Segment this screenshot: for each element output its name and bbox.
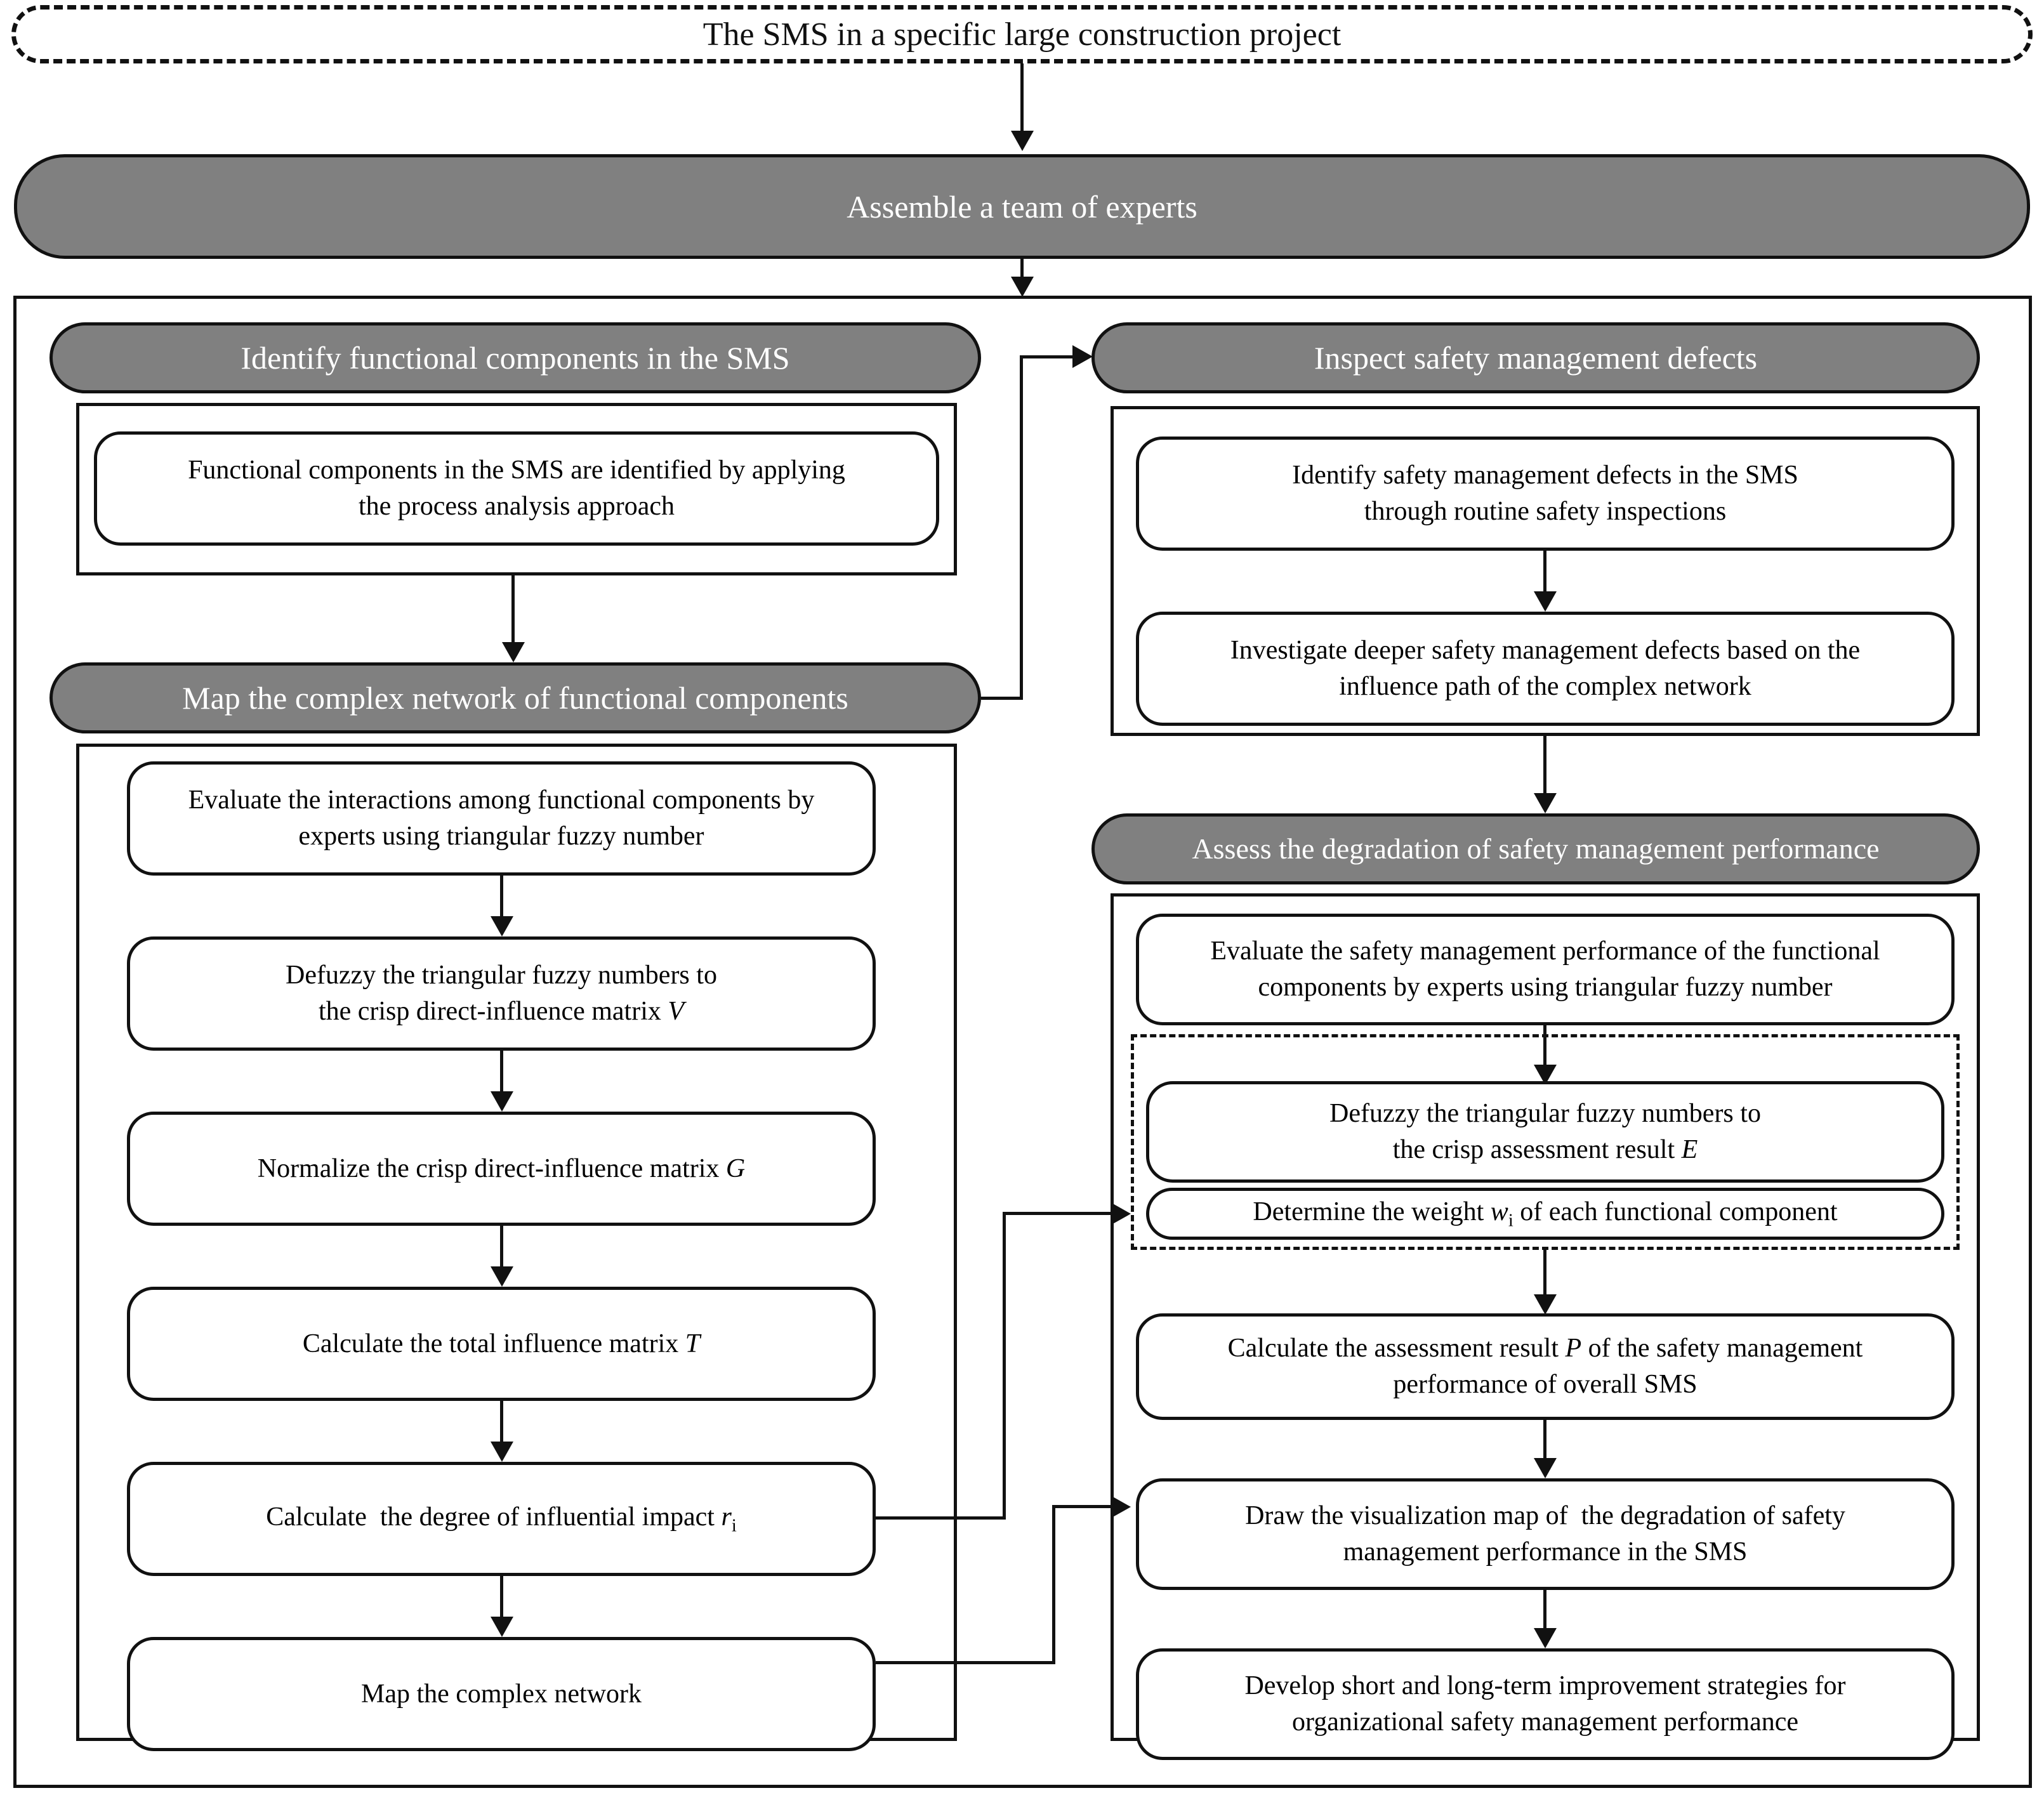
step-map-4-label: Calculate the total influence matrix T (302, 1329, 701, 1358)
arrowhead-assess-5-6 (1534, 1628, 1557, 1648)
connector-network-to-visual-h1 (876, 1661, 1055, 1664)
arrowhead-map-5-6 (491, 1617, 513, 1637)
connector-map-3-4 (500, 1226, 503, 1274)
step-map-3-label: Normalize the crisp direct-influence mat… (257, 1153, 746, 1183)
step-assess-1: Evaluate the safety management performan… (1136, 914, 1955, 1025)
step-assess-4-label: Calculate the assessment result P of the… (1227, 1334, 1863, 1399)
step-assess-5-label: Draw the visualization map of the degrad… (1245, 1501, 1845, 1567)
stage-header-map-network: Map the complex network of functional co… (49, 662, 981, 733)
connector-assess-3-4 (1543, 1250, 1546, 1301)
step-assess-3: Determine the weight wi of each function… (1146, 1188, 1944, 1240)
assemble-team-bar: Assemble a team of experts (14, 154, 2030, 259)
connector-mapheader-to-inspect-h2 (1020, 355, 1077, 358)
connector-assess-5-6 (1543, 1590, 1546, 1636)
stage-header-assess: Assess the degradation of safety managem… (1091, 813, 1980, 884)
arrowhead-map-3-4 (491, 1266, 513, 1287)
source-node-sms: The SMS in a specific large construction… (11, 5, 2033, 63)
main-process-frame (13, 296, 2032, 1788)
arrowhead-source-to-assemble (1011, 131, 1034, 151)
connector-network-to-visual-h2 (1052, 1505, 1114, 1508)
step-map-1-label: Evaluate the interactions among function… (188, 785, 815, 851)
step-identify-1-label: Functional components in the SMS are ide… (188, 456, 845, 521)
arrowhead-assess-4-5 (1534, 1458, 1557, 1478)
step-map-3: Normalize the crisp direct-influence mat… (127, 1112, 876, 1226)
arrowhead-assemble-to-main (1011, 277, 1034, 297)
connector-mapheader-to-inspect-v (1020, 355, 1023, 698)
arrowhead-map-1-2 (491, 916, 513, 936)
connector-identify-to-map (511, 575, 515, 648)
arrowhead-assess-3-4 (1534, 1294, 1557, 1315)
step-assess-6-label: Develop short and long-term improvement … (1244, 1671, 1846, 1737)
stage-header-map-network-label: Map the complex network of functional co… (182, 680, 848, 716)
connector-mapheader-to-inspect-h1 (981, 697, 1023, 700)
connector-map-4-5 (500, 1401, 503, 1449)
connector-map-2-3 (500, 1051, 503, 1099)
step-assess-6: Develop short and long-term improvement … (1136, 1648, 1955, 1760)
stage-header-identify-label: Identify functional components in the SM… (241, 340, 790, 376)
connector-inspect-1-2 (1543, 551, 1546, 599)
step-map-4: Calculate the total influence matrix T (127, 1287, 876, 1401)
step-assess-3-label: Determine the weight wi of each function… (1253, 1197, 1838, 1231)
stage-header-identify: Identify functional components in the SM… (49, 322, 981, 393)
stage-header-inspect: Inspect safety management defects (1091, 322, 1980, 393)
connector-assess-1-2 (1543, 1025, 1546, 1070)
step-map-5: Calculate the degree of influential impa… (127, 1462, 876, 1576)
step-inspect-2: Investigate deeper safety management def… (1136, 612, 1955, 726)
connector-network-to-visual-v (1052, 1505, 1055, 1664)
step-inspect-1-label: Identify safety management defects in th… (1292, 461, 1798, 526)
step-assess-1-label: Evaluate the safety management performan… (1210, 936, 1880, 1002)
arrowhead-map-2-3 (491, 1091, 513, 1112)
connector-map-5-6 (500, 1576, 503, 1624)
stage-panel-map-network (76, 744, 957, 1741)
arrowhead-network-to-visual (1111, 1495, 1131, 1518)
step-assess-5: Draw the visualization map of the degrad… (1136, 1478, 1955, 1590)
connector-map-1-2 (500, 876, 503, 924)
connector-ri-to-weight-h2 (1003, 1212, 1114, 1215)
connector-inspect-to-assess (1543, 736, 1546, 799)
connector-ri-to-weight-h1 (876, 1516, 1006, 1520)
source-node-label: The SMS in a specific large construction… (702, 16, 1342, 53)
stage-header-inspect-label: Inspect safety management defects (1314, 340, 1758, 376)
connector-source-to-assemble (1020, 63, 1024, 133)
arrowhead-inspect-1-2 (1534, 591, 1557, 612)
arrowhead-inspect-to-assess (1534, 793, 1557, 813)
arrowhead-mapheader-to-inspect (1072, 345, 1093, 368)
step-map-5-label: Calculate the degree of influential impa… (266, 1502, 737, 1536)
connector-ri-to-weight-v (1003, 1212, 1006, 1520)
arrowhead-identify-to-map (502, 642, 525, 662)
step-map-1: Evaluate the interactions among function… (127, 761, 876, 876)
step-map-6-label: Map the complex network (360, 1679, 642, 1709)
assess-defuzzy-weight-group (1131, 1034, 1960, 1250)
stage-header-assess-label: Assess the degradation of safety managem… (1192, 832, 1880, 865)
arrowhead-ri-to-weight (1111, 1202, 1131, 1225)
step-assess-4: Calculate the assessment result P of the… (1136, 1313, 1955, 1420)
step-identify-1: Functional components in the SMS are ide… (94, 431, 939, 546)
step-inspect-1: Identify safety management defects in th… (1136, 437, 1955, 551)
step-map-6: Map the complex network (127, 1637, 876, 1751)
step-inspect-2-label: Investigate deeper safety management def… (1230, 636, 1861, 701)
assemble-team-label: Assemble a team of experts (847, 188, 1197, 225)
arrowhead-map-4-5 (491, 1442, 513, 1462)
connector-assemble-to-main (1020, 259, 1024, 281)
connector-assess-4-5 (1543, 1420, 1546, 1466)
